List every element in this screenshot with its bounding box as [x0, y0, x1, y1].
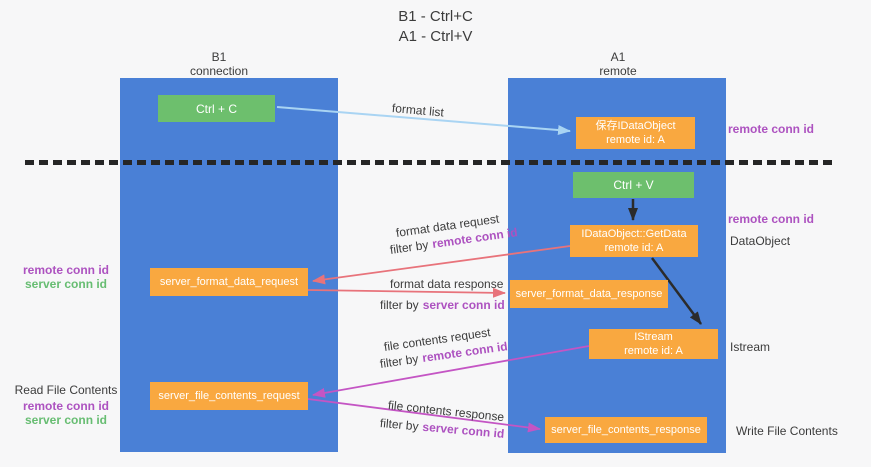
- ctrl-c-label: Ctrl + C: [195, 101, 237, 116]
- server-conn-id-text: server conn id: [422, 298, 505, 312]
- server-file-contents-request-box: server_file_contents_request: [150, 382, 308, 410]
- file-contents-request-arrow: [312, 345, 590, 398]
- server-format-data-request-label: server_format_data_request: [159, 276, 299, 288]
- read-file-contents-label: Read File Contents: [14, 383, 118, 397]
- istream-line1: IStream: [634, 331, 673, 343]
- filter-by-text: filter by: [380, 298, 419, 312]
- diagram-title: B1 - Ctrl+C A1 - Ctrl+V: [0, 7, 871, 47]
- server-file-contents-response-label: server_file_contents_response: [551, 424, 701, 436]
- lifeline-header-a1: A1 remote: [509, 50, 727, 78]
- lifeline-header-b1: B1 connection: [110, 50, 328, 78]
- machine-boundary-dashed-line: [25, 160, 835, 165]
- left-server-conn-id-top-label: server conn id: [24, 277, 108, 291]
- write-file-contents-label: Write File Contents: [736, 424, 838, 438]
- idataobject-getdata-box: IDataObject::GetData remote id: A: [570, 225, 698, 257]
- server-format-data-response-box: server_format_data_response: [510, 280, 668, 308]
- lifeline-a1-role: remote: [599, 64, 637, 78]
- save-idataobject-line1: 保存IDataObject: [595, 120, 676, 132]
- left-conn-id-stack-top: remote conn id server conn id: [10, 263, 122, 291]
- format-data-response-label: format data response: [390, 277, 504, 291]
- format-data-request-arrow: [312, 245, 571, 285]
- server-format-data-request-box: server_format_data_request: [150, 268, 308, 296]
- file-contents-response-arrow: [307, 398, 541, 433]
- lifeline-b1-name: B1: [211, 50, 227, 64]
- lifeline-b1-role: connection: [189, 64, 249, 78]
- ctrl-v-box: Ctrl + V: [573, 172, 694, 198]
- left-conn-id-stack-bottom: remote conn id server conn id: [10, 399, 122, 427]
- istream-line2: remote id: A: [624, 345, 683, 357]
- server-file-contents-response-box: server_file_contents_response: [545, 417, 707, 443]
- save-idataobject-box: 保存IDataObject remote id: A: [576, 117, 695, 149]
- left-remote-conn-id-top-label: remote conn id: [22, 263, 109, 277]
- getdata-line1: IDataObject::GetData: [581, 228, 687, 240]
- ctrl-v-label: Ctrl + V: [613, 178, 654, 192]
- istream-side-label: Istream: [730, 340, 771, 354]
- istream-box: IStream remote id: A: [589, 329, 718, 359]
- left-server-conn-id-bottom-label: server conn id: [24, 413, 108, 427]
- right-remote-conn-id-mid-label: remote conn id: [728, 212, 815, 226]
- format-data-response-arrow: [307, 287, 506, 298]
- lifeline-a1-name: A1: [610, 50, 626, 64]
- server-file-contents-request-label: server_file_contents_request: [158, 390, 300, 402]
- format-list-arrow: [276, 106, 571, 136]
- data-object-label: DataObject: [730, 234, 791, 248]
- left-remote-conn-id-bottom-label: remote conn id: [22, 399, 109, 413]
- getdata-to-istream-arrow: [650, 257, 703, 325]
- right-remote-conn-id-top-label: remote conn id: [728, 122, 815, 136]
- save-idataobject-line2: remote id: A: [606, 134, 665, 146]
- ctrl-c-box: Ctrl + C: [158, 95, 275, 122]
- server-format-data-response-label: server_format_data_response: [515, 288, 663, 300]
- getdata-line2: remote id: A: [604, 242, 664, 254]
- title-line-1: B1 - Ctrl+C: [398, 8, 473, 25]
- title-line-2: A1 - Ctrl+V: [398, 28, 473, 45]
